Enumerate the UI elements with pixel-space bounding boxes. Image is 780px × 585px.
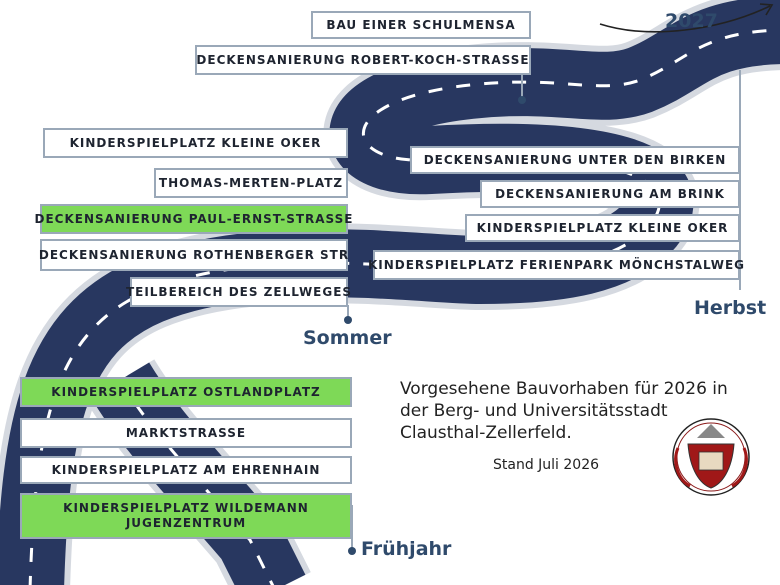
season-summer: Sommer: [303, 327, 392, 349]
connector-lines: [347, 70, 741, 550]
description-line-2: der Berg- und Universitätsstadt: [400, 401, 668, 421]
label-deckensanierung-paul-ernst-strasse: DECKENSANIERUNG PAUL-ERNST-STRASSE: [35, 204, 353, 234]
label-kinderspielplatz-wildemann: KINDERSPIELPLATZ WILDEMANN JUGENZENTRUM: [20, 493, 352, 539]
label-deckensanierung-unter-den-birken: DECKENSANIERUNG UNTER DEN BIRKEN: [410, 146, 740, 174]
label-kinderspielplatz-am-ehrenhain: KINDERSPIELPLATZ AM EHRENHAIN: [20, 456, 352, 484]
label-kinderspielplatz-kleine-oker-autumn: KINDERSPIELPLATZ KLEINE OKER: [465, 214, 740, 242]
description-line-3: Clausthal-Zellerfeld.: [400, 423, 572, 443]
description-line-1: Vorgesehene Bauvorhaben für 2026 in: [400, 379, 728, 399]
year-label: 2027: [665, 10, 718, 32]
description-text: Vorgesehene Bauvorhaben für 2026 in der …: [400, 378, 770, 444]
label-kinderspielplatz-ostlandplatz: KINDERSPIELPLATZ OSTLANDPLATZ: [20, 377, 352, 407]
season-spring: Frühjahr: [361, 538, 452, 560]
marker-dot-top: [518, 96, 526, 104]
city-coat-of-arms-icon: [672, 418, 750, 496]
label-deckensanierung-rothenberger-str: DECKENSANIERUNG ROTHENBERGER STR: [39, 239, 348, 271]
label-kinderspielplatz-kleine-oker-summer: KINDERSPIELPLATZ KLEINE OKER: [43, 128, 348, 158]
label-thomas-merten-platz: THOMAS-MERTEN-PLATZ: [154, 168, 348, 198]
label-deckensanierung-am-brink: DECKENSANIERUNG AM BRINK: [480, 180, 740, 208]
status-date: Stand Juli 2026: [493, 457, 600, 473]
season-autumn: Herbst: [694, 297, 767, 319]
marker-dot-summer: [344, 316, 352, 324]
label-teilbereich-des-zellweges: TEILBEREICH DES ZELLWEGES: [126, 277, 351, 307]
label-kinderspielplatz-ferienpark: KINDERSPIELPLATZ FERIENPARK MÖNCHSTALWEG: [368, 250, 744, 280]
marker-dot-spring: [348, 547, 356, 555]
label-deckensanierung-robert-koch-strasse: DECKENSANIERUNG ROBERT-KOCH-STRASSE: [195, 45, 531, 75]
curved-arrow-icon: [599, 3, 774, 33]
label-marktstrasse: MARKTSTRASSE: [20, 418, 352, 448]
label-bau-einer-schulmensa: BAU EINER SCHULMENSA: [311, 11, 531, 39]
